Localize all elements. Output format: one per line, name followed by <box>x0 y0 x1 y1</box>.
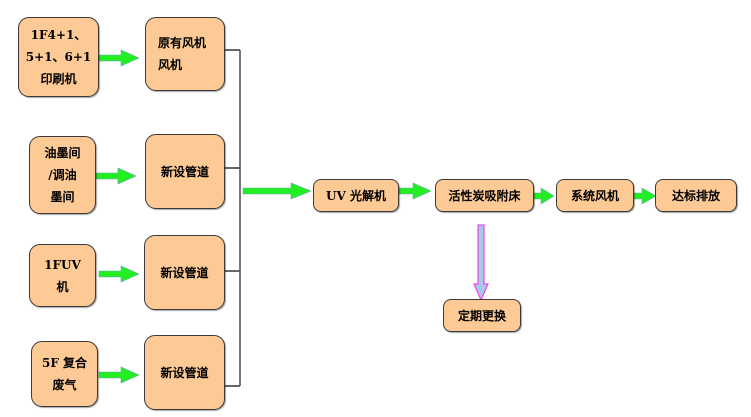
source-label-line: 油墨间 <box>44 146 81 160</box>
process-system-fan: 系统风机 <box>556 179 634 212</box>
source-arrow-3 <box>98 265 140 283</box>
source-label-line: /调油 <box>48 168 77 182</box>
process-activated-carbon: 活性炭吸附床 <box>435 179 534 212</box>
fan-to-discharge-arrow <box>633 187 657 205</box>
source-label-line: 机 <box>56 279 69 294</box>
carbon-to-fan-arrow <box>532 187 555 205</box>
source-composite-exhaust: 5F 复合 废气 <box>31 341 98 407</box>
source-label-line: 废气 <box>52 378 77 392</box>
source-uv-machine: 1FUV 机 <box>29 244 96 307</box>
pipe-label-line: 原有风机 <box>158 36 207 50</box>
pipe-label-line: 风机 <box>158 58 183 72</box>
source-label-line: 1F4+1、 <box>30 28 87 42</box>
process-compliant-discharge: 达标排放 <box>655 179 737 212</box>
pipe-new-4: 新设管道 <box>144 335 225 410</box>
process-label: 系统风机 <box>570 189 619 203</box>
process-label: 达标排放 <box>671 189 720 203</box>
process-label: 活性炭吸附床 <box>448 189 521 203</box>
source-arrow-4 <box>98 366 140 384</box>
pipe-label: 新设管道 <box>160 365 209 380</box>
source-label-line: 印刷机 <box>40 72 77 86</box>
source-label-line: 墨间 <box>50 190 75 204</box>
pipe-label: 新设管道 <box>160 164 209 179</box>
maintenance-arrow <box>473 224 489 302</box>
process-label: UV 光解机 <box>326 189 386 203</box>
uv-to-carbon-arrow <box>397 182 432 200</box>
pipe-new-2: 新设管道 <box>145 134 225 209</box>
source-label-line: 5F 复合 <box>41 356 88 370</box>
pipe-existing-fan: 原有风机 风机 <box>145 17 225 91</box>
source-arrow-1 <box>98 49 140 67</box>
maintenance-label: 定期更换 <box>457 309 506 323</box>
source-label-line: 1FUV <box>44 257 81 272</box>
pipe-new-3: 新设管道 <box>144 235 225 310</box>
source-arrow-2 <box>95 167 137 185</box>
source-label-line: 5+1、6+1 <box>25 50 92 64</box>
maintenance-periodic-replace: 定期更换 <box>443 299 521 332</box>
process-uv-photolysis: UV 光解机 <box>313 179 399 212</box>
collector-to-uv-arrow <box>242 182 312 200</box>
pipe-label: 新设管道 <box>160 265 209 280</box>
source-printing-machines: 1F4+1、 5+1、6+1 印刷机 <box>18 17 99 97</box>
collector-bracket <box>225 49 241 387</box>
source-ink-room: 油墨间 /调油 墨间 <box>29 136 96 214</box>
